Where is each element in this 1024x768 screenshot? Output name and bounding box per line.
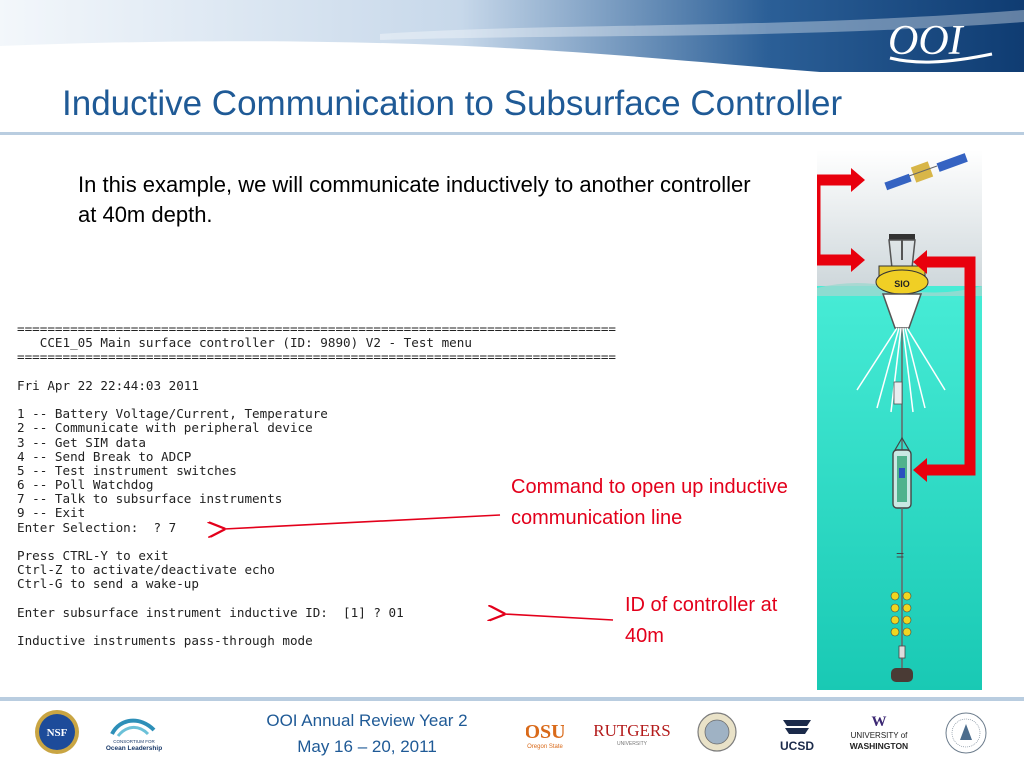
terminal-hotkey: Press CTRL-Y to exit (17, 548, 169, 563)
callout-command: Command to open up inductive communicati… (511, 476, 788, 529)
university-seal-logo (697, 712, 737, 752)
terminal-selection-prompt: Enter Selection: ? 7 (17, 519, 177, 535)
terminal-menu-title: CCE1_05 Main surface controller (ID: 989… (17, 335, 472, 351)
callout-controller-id: ID of controller at 40m (625, 594, 778, 647)
osu-logo: OSU Oregon State (526, 721, 564, 750)
terminal-menu-item: 4 -- Send Break to ADCP (17, 448, 192, 464)
anchor-icon (891, 668, 913, 682)
mooring-illustration: SIO = (817, 150, 982, 690)
terminal-menu-item: 6 -- Poll Watchdog (17, 477, 154, 493)
whoi-seal-logo (945, 712, 987, 754)
uw-logo: W UNIVERSITY of WASHINGTON (850, 714, 909, 751)
ocean-leadership-logo: CONSORTIUM FOR Ocean Leadership (106, 718, 162, 752)
terminal-hotkey: Ctrl-G to send a wake-up (17, 576, 199, 592)
footer-event-name: OOI Annual Review Year 2 (266, 711, 468, 730)
terminal-hotkey: Ctrl-Z to activate/deactivate echo (17, 562, 275, 578)
communication-brackets (817, 174, 976, 476)
terminal-menu-item: 7 -- Talk to subsurface instruments (17, 491, 283, 507)
svg-text:Ocean Leadership: Ocean Leadership (106, 745, 162, 752)
satellite-icon (884, 153, 968, 191)
svg-text:=: = (896, 547, 904, 563)
ooi-logo: OOI (888, 18, 993, 64)
terminal-menu-item: 1 -- Battery Voltage/Current, Temperatur… (17, 406, 328, 422)
svg-text:Oregon State: Oregon State (527, 744, 563, 750)
terminal-datetime: Fri Apr 22 22:44:03 2011 (17, 377, 199, 393)
ucsd-logo: UCSD (780, 720, 814, 753)
terminal-id-prompt: Enter subsurface instrument inductive ID… (17, 604, 404, 620)
svg-text:SIO: SIO (894, 279, 910, 289)
terminal-menu-item: 2 -- Communicate with peripheral device (17, 420, 313, 436)
terminal-separator: ========================================… (17, 321, 616, 336)
header-wave-band (0, 0, 1024, 72)
terminal-menu-item: 9 -- Exit (17, 505, 86, 521)
svg-text:WASHINGTON: WASHINGTON (850, 741, 908, 751)
footer-event-dates: May 16 – 20, 2011 (297, 737, 437, 756)
terminal-output: ========================================… (17, 321, 817, 649)
subsurface-controller-icon (892, 436, 912, 660)
svg-text:RUTGERS: RUTGERS (594, 721, 670, 740)
nsf-logo: NSF (35, 710, 79, 754)
rutgers-logo: RUTGERS UNIVERSITY (594, 721, 670, 747)
terminal-separator: ========================================… (17, 349, 616, 365)
svg-text:UNIVERSITY: UNIVERSITY (617, 741, 648, 747)
svg-text:OSU: OSU (526, 721, 564, 743)
svg-text:UNIVERSITY of: UNIVERSITY of (851, 731, 909, 740)
buoy-icon: SIO (875, 234, 929, 450)
svg-text:OOI: OOI (888, 18, 965, 64)
svg-text:UCSD: UCSD (780, 739, 814, 753)
footer-event: OOI Annual Review Year 2 May 16 – 20, 20… (236, 708, 498, 760)
bridle-lines (856, 327, 946, 413)
title-divider (0, 132, 1024, 135)
slide-title: Inductive Communication to Subsurface Co… (62, 84, 843, 123)
svg-text:CONSORTIUM FOR: CONSORTIUM FOR (113, 739, 155, 744)
subsurface-floats-icon (890, 591, 912, 637)
terminal-mode-line: Inductive instruments pass-through mode (17, 633, 313, 649)
terminal-menu-item: 5 -- Test instrument switches (17, 462, 237, 478)
intro-text: In this example, we will communicate ind… (78, 172, 751, 227)
footer-divider (0, 697, 1024, 701)
terminal-menu-item: 3 -- Get SIM data (17, 434, 146, 450)
svg-text:W: W (872, 714, 887, 730)
svg-text:NSF: NSF (47, 727, 68, 739)
